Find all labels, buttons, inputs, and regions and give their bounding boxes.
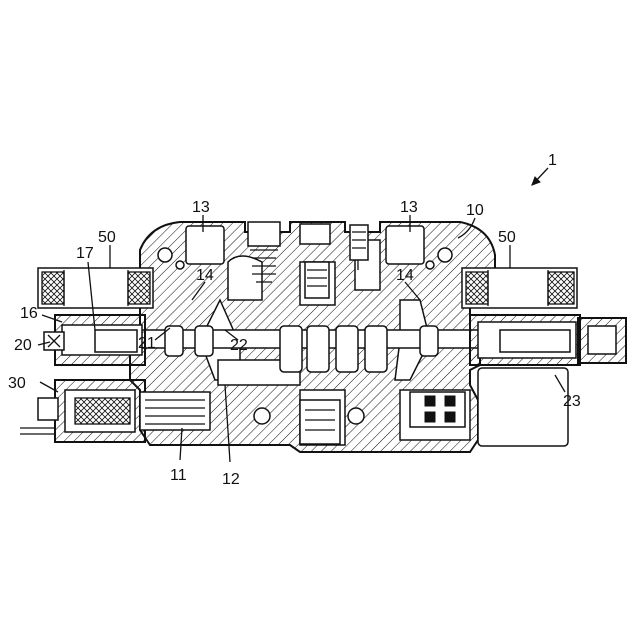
label-13-right: 13 <box>400 199 418 216</box>
right-solenoid <box>462 268 577 308</box>
left-solenoid <box>38 268 153 308</box>
label-1: 1 <box>548 152 557 169</box>
label-30: 30 <box>8 375 26 392</box>
label-50-right: 50 <box>498 229 516 246</box>
label-17: 17 <box>76 245 94 262</box>
label-21: 21 <box>138 335 156 352</box>
label-20: 20 <box>14 337 32 354</box>
label-13-left: 13 <box>192 199 210 216</box>
label-16: 16 <box>20 305 38 322</box>
label-23: 23 <box>563 393 581 410</box>
label-14-right: 14 <box>396 267 414 284</box>
label-14-left: 14 <box>196 267 214 284</box>
label-10: 10 <box>466 202 484 219</box>
label-12: 12 <box>222 471 240 488</box>
label-11: 11 <box>170 467 187 484</box>
label-50-left: 50 <box>98 229 116 246</box>
label-22: 22 <box>230 337 248 354</box>
